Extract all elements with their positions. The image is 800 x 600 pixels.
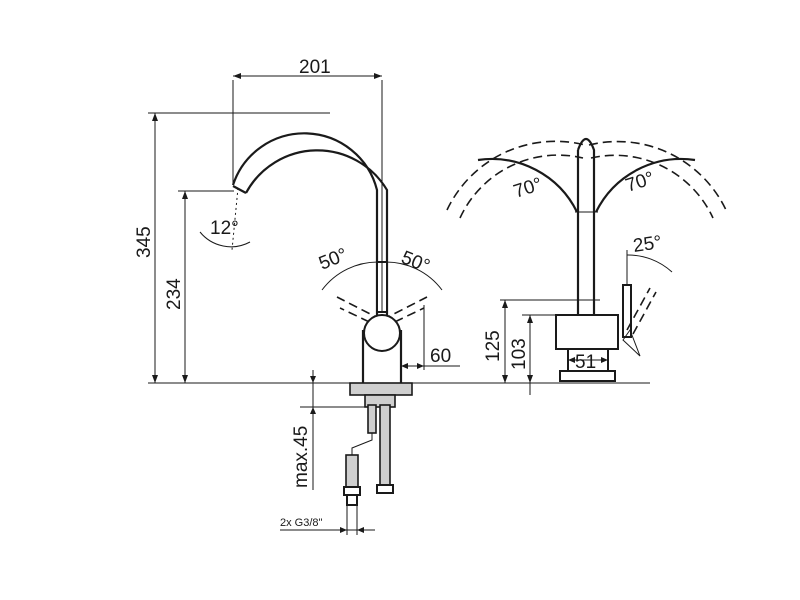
spout-angle-ref — [231, 187, 239, 251]
lever-hub — [363, 314, 401, 352]
total-height-label: 345 — [134, 226, 155, 258]
front-view: 201 345 234 12° 50° 50° 60 max.45 2x G3/… — [134, 57, 650, 535]
spout-arrow-t — [182, 191, 188, 199]
swivel-right-solid — [595, 157, 696, 213]
height-arrow-t — [152, 113, 158, 121]
w51-arrow-l — [568, 357, 575, 363]
spout-angle-arc — [199, 231, 251, 248]
hose-right-fitting — [376, 484, 394, 494]
swivel-left-dashed-2 — [459, 154, 584, 219]
side-spout-right — [576, 137, 596, 315]
spout-angle-label: 12° — [210, 218, 239, 239]
swivel-right-dashed — [588, 140, 727, 211]
body-height-b-label: 103 — [509, 338, 530, 370]
side-view: 70° 70° 25° 125 103 51 — [446, 137, 727, 395]
spout-inner — [245, 149, 389, 330]
mount-plate — [349, 382, 413, 396]
hose-left-nut — [346, 494, 358, 506]
lever-offset-label: 60 — [430, 346, 451, 367]
deck-arrow-t — [310, 376, 316, 383]
deck-arrow-b — [310, 407, 316, 414]
spout-height-label: 234 — [164, 278, 185, 310]
lever-tilt-label: 25° — [632, 232, 663, 257]
conn-arrow-r — [357, 527, 364, 533]
max-deck-label: max.45 — [291, 426, 312, 488]
height-arrow-b — [152, 375, 158, 383]
swivel-right-label: 70° — [623, 168, 657, 197]
angle-arc-left — [321, 261, 381, 291]
swivel-right-dashed-2 — [590, 154, 714, 219]
h103-arrow-t — [527, 315, 533, 323]
base-width-label: 51 — [575, 352, 596, 373]
spout-tip — [232, 185, 247, 194]
reach-arrow-l — [233, 73, 241, 79]
hose-left — [345, 454, 359, 488]
side-base — [559, 370, 616, 382]
swivel-left-label: 70° — [511, 174, 545, 203]
angle-arc-right — [383, 261, 443, 291]
hose-left-fitting — [343, 486, 361, 496]
spout-arrow-b — [182, 375, 188, 383]
reach-label: 201 — [299, 57, 331, 78]
offset-arrow-r — [417, 363, 424, 369]
side-lever-tilted — [626, 287, 651, 331]
conn-arrow-l — [340, 527, 347, 533]
body-height-a-label: 125 — [483, 330, 504, 362]
swivel-left-solid — [477, 157, 578, 213]
h125-arrow-b — [502, 375, 508, 383]
offset-arrow-l — [401, 363, 408, 369]
hose-left-top — [367, 404, 377, 434]
side-body — [555, 314, 619, 350]
reach-arrow-r — [374, 73, 382, 79]
h125-arrow-t — [502, 300, 508, 308]
side-lever-knob — [622, 328, 641, 357]
side-lever-tilted-2 — [632, 291, 657, 335]
w51-arrow-r — [601, 357, 608, 363]
connection-label: 2x G3/8" — [280, 517, 323, 529]
lever-right-angle-label: 50° — [398, 247, 433, 277]
hose-left-bend — [351, 433, 373, 455]
spout-outer — [231, 132, 379, 330]
h103-arrow-b — [527, 375, 533, 383]
swivel-left-dashed — [446, 140, 586, 211]
hose-right — [379, 404, 391, 486]
tilt-arc — [626, 254, 673, 273]
